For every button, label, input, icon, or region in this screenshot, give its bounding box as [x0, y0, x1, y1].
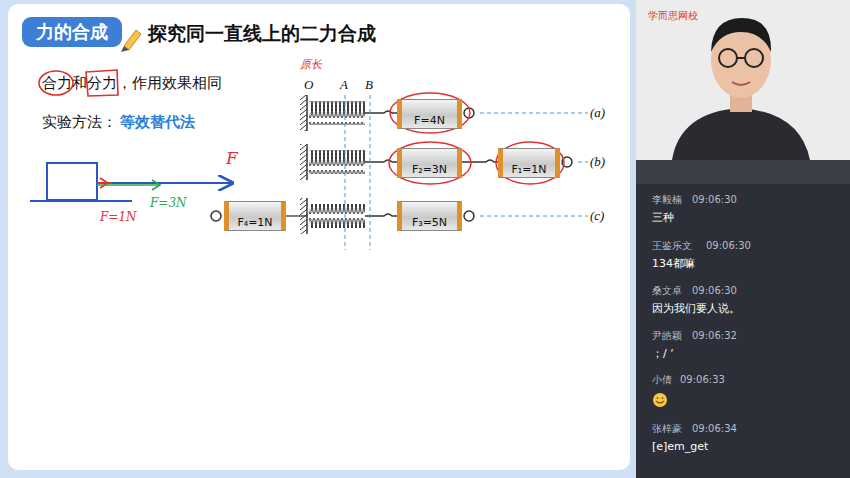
node-text: F₄=1N — [237, 216, 272, 229]
spring-scale: F₄=1N — [224, 201, 286, 231]
chat-time: 09:06:30 — [692, 194, 737, 206]
chat-message: 134都嘛 — [652, 257, 695, 270]
chat-time: 09:06:34 — [692, 423, 737, 435]
chat-name: 张梓豪 — [652, 423, 682, 435]
body-text: 合力和分力，作用效果相同 — [42, 74, 222, 92]
chat-name: 王鉴乐文 — [652, 240, 692, 252]
guide-line — [345, 95, 588, 250]
slide-title: 探究同一直线上的二力合成 — [148, 22, 376, 45]
chat-time: 09:06:30 — [706, 240, 751, 252]
chat-time: 09:06:33 — [680, 374, 725, 386]
annotation-circle — [389, 93, 564, 184]
handwritten-note: F=1N — [100, 210, 137, 224]
handwritten-note: F=3N — [150, 196, 187, 210]
point-label: A — [340, 77, 348, 93]
chat-time: 09:06:32 — [692, 330, 737, 342]
node-text: F₂=3N — [412, 163, 447, 176]
spring-scale: F₂=3N — [397, 148, 462, 178]
node-text: F₃=5N — [412, 216, 447, 229]
wall — [300, 95, 307, 234]
handwritten-note: F — [226, 148, 238, 168]
figure-tag: (c) — [590, 208, 604, 224]
spring-scale: F=4N — [397, 99, 462, 129]
point-label: B — [365, 77, 373, 93]
chat-name: 小倩 — [652, 374, 672, 386]
pencil-icon — [121, 30, 141, 52]
chat-message: 三种 — [652, 211, 674, 224]
spring — [309, 101, 365, 228]
title-tag: 力的合成 — [22, 17, 122, 47]
handwritten-note: 原长 — [300, 58, 322, 71]
chat-panel — [636, 184, 850, 478]
node-text: F₁=1N — [511, 163, 546, 176]
node-text: 力的合成 — [36, 20, 108, 44]
chat-name: 桑文卓 — [652, 285, 682, 297]
point-label: O — [304, 77, 313, 93]
spring-scale: F₃=5N — [397, 201, 462, 231]
chat-header — [636, 160, 850, 184]
slide-panel — [8, 4, 630, 470]
chat-name: 李毅楠 — [652, 194, 682, 206]
chat-message: [e]em_get — [652, 440, 708, 453]
watermark: 学而思网校 — [648, 10, 698, 22]
webcam-panel — [636, 0, 850, 160]
chat-name: 尹皓颖 — [652, 330, 682, 342]
hook — [286, 111, 498, 216]
chat-message: 因为我们要人说。 — [652, 302, 740, 315]
teacher-figure — [672, 18, 810, 160]
chat-message: ；/ ‘ — [652, 347, 674, 360]
hand-sketch — [30, 163, 232, 201]
body-text: 实验方法： — [42, 113, 117, 131]
figure-tag: (b) — [590, 154, 605, 170]
chat-time: 09:06:30 — [692, 285, 737, 297]
figure-tag: (a) — [590, 105, 605, 121]
node-text: F=4N — [414, 114, 445, 127]
spring-scale: F₁=1N — [498, 148, 560, 178]
highlight-text: 等效替代法 — [120, 113, 195, 131]
emoji-icon — [653, 393, 667, 407]
